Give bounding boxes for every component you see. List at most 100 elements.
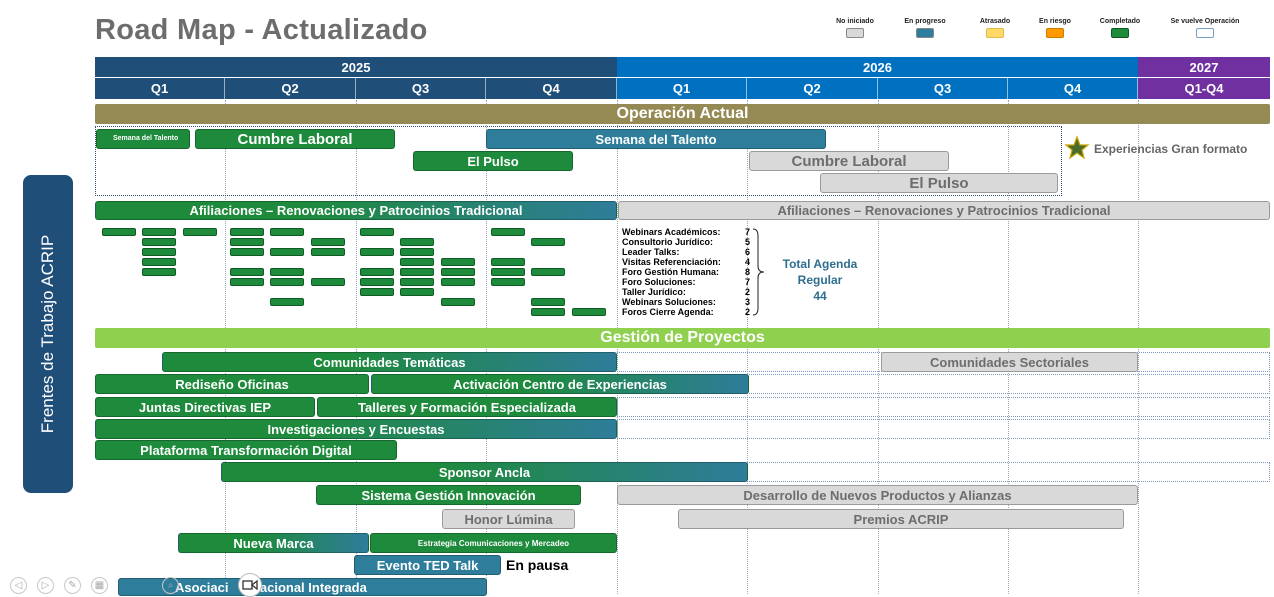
- legend-label-se-vuelve-operacion: Se vuelve Operación: [1170, 18, 1240, 25]
- bar-rediseno-oficinas[interactable]: Rediseño Oficinas: [95, 374, 369, 394]
- agenda-item: Consultorio Jurídico:5: [622, 237, 750, 247]
- quarter-2025-q2: Q2: [225, 78, 356, 99]
- bar-activacion-centro-experiencias[interactable]: Activación Centro de Experiencias: [371, 374, 749, 394]
- legend-label-en-riesgo: En riesgo: [1039, 18, 1071, 25]
- agenda-block: [360, 228, 394, 236]
- next-slide-icon[interactable]: ▷: [37, 577, 54, 594]
- bar-cumbre-laboral-2026[interactable]: Cumbre Laboral: [749, 151, 949, 171]
- agenda-item: Foro Soluciones:7: [622, 277, 750, 287]
- page-title: Road Map - Actualizado: [95, 14, 428, 46]
- bar-semana-del-talento[interactable]: Semana del Talento: [486, 129, 826, 149]
- agenda-block: [360, 288, 394, 296]
- asociacion-label-b: Nacional Integrada: [250, 579, 367, 595]
- agenda-block: [230, 268, 264, 276]
- bar-sponsor-ancla[interactable]: Sponsor Ancla: [221, 462, 748, 482]
- agenda-block: [142, 248, 176, 256]
- agenda-block: [441, 298, 475, 306]
- agenda-block: [360, 268, 394, 276]
- events-group-box: [95, 126, 1062, 196]
- legend-swatch-en-progreso: [916, 28, 934, 38]
- pen-icon[interactable]: ✎: [64, 577, 81, 594]
- bar-evento-ted-talk[interactable]: Evento TED Talk: [354, 555, 501, 575]
- year-2025: 2025: [95, 57, 617, 77]
- agenda-total-line1: Total Agenda: [782, 257, 858, 271]
- bar-sistema-gestion-innovacion[interactable]: Sistema Gestión Innovación: [316, 485, 581, 505]
- agenda-block: [270, 298, 304, 306]
- zoom-icon[interactable]: ⌕: [162, 577, 179, 594]
- agenda-block: [400, 248, 434, 256]
- agenda-block: [102, 228, 136, 236]
- agenda-block: [142, 228, 176, 236]
- agenda-block: [270, 248, 304, 256]
- bar-honor-lumina[interactable]: Honor Lúmina: [442, 509, 575, 529]
- bar-afiliaciones-2025[interactable]: Afiliaciones – Renovaciones y Patrocinio…: [95, 201, 617, 220]
- agenda-block: [311, 238, 345, 246]
- agenda-block: [531, 298, 565, 306]
- quarter-2025-q3: Q3: [356, 78, 486, 99]
- agenda-block: [230, 238, 264, 246]
- bar-talleres-formacion[interactable]: Talleres y Formación Especializada: [317, 397, 617, 417]
- agenda-block: [142, 268, 176, 276]
- bar-cumbre-laboral-2025[interactable]: Cumbre Laboral: [195, 129, 395, 149]
- legend-label-atrasado: Atrasado: [979, 18, 1011, 25]
- agenda-block: [491, 258, 525, 266]
- quarter-2026-q1: Q1: [617, 78, 747, 99]
- bar-comunidades-sectoriales[interactable]: Comunidades Sectoriales: [881, 352, 1138, 372]
- agenda-brace: [752, 228, 766, 316]
- agenda-block: [311, 248, 345, 256]
- agenda-block: [400, 268, 434, 276]
- video-camera-icon[interactable]: [238, 573, 262, 597]
- legend-swatch-no-iniciado: [846, 28, 864, 38]
- agenda-item: Taller Jurídico:2: [622, 287, 750, 297]
- bar-comunidades-tematicas[interactable]: Comunidades Temáticas: [162, 352, 617, 372]
- quarter-2026-q4: Q4: [1008, 78, 1138, 99]
- bar-el-pulso-2026[interactable]: El Pulso: [820, 173, 1058, 193]
- bar-estrategia-comunicaciones[interactable]: Estrategia Comunicaciones y Mercadeo: [370, 533, 617, 553]
- agenda-block: [311, 278, 345, 286]
- year-2027: 2027: [1138, 57, 1270, 77]
- agenda-total-value: 44: [813, 289, 827, 303]
- bar-asociacion-nacional-integrada[interactable]: Asociaci Nacional Integrada: [118, 578, 487, 596]
- quarter-2027-all: Q1-Q4: [1138, 78, 1270, 99]
- agenda-item: Foros Cierre Agenda:2: [622, 307, 750, 317]
- quarter-2025-q4: Q4: [486, 78, 617, 99]
- agenda-total: Total Agenda Regular 44: [770, 256, 870, 304]
- legend-swatch-atrasado: [986, 28, 1004, 38]
- row-outline: [617, 419, 1270, 439]
- agenda-block: [183, 228, 217, 236]
- bar-investigaciones-encuestas[interactable]: Investigaciones y Encuestas: [95, 419, 617, 439]
- agenda-item: Webinars Académicos:7: [622, 227, 750, 237]
- agenda-block: [270, 228, 304, 236]
- bar-plataforma-transformacion[interactable]: Plataforma Transformación Digital: [95, 440, 397, 460]
- agenda-item: Leader Talks:6: [622, 247, 750, 257]
- bar-premios-acrip[interactable]: Premios ACRIP: [678, 509, 1124, 529]
- en-pausa-label: En pausa: [506, 557, 569, 573]
- agenda-block: [270, 268, 304, 276]
- agenda-block: [400, 238, 434, 246]
- agenda-block: [400, 258, 434, 266]
- agenda-block: [491, 278, 525, 286]
- agenda-block: [400, 288, 434, 296]
- agenda-block: [270, 278, 304, 286]
- sidebar-frentes-trabajo: Frentes de Trabajo ACRIP: [23, 175, 73, 493]
- bar-semana-del-talento-small[interactable]: Semana del Talento: [96, 129, 190, 149]
- legend-label-no-iniciado: No iniciado: [836, 18, 874, 25]
- agenda-block: [441, 268, 475, 276]
- agenda-block: [400, 278, 434, 286]
- agenda-block: [572, 308, 606, 316]
- bar-juntas-directivas[interactable]: Juntas Directivas IEP: [95, 397, 315, 417]
- agenda-block: [531, 308, 565, 316]
- row-outline: [747, 462, 1270, 482]
- slides-grid-icon[interactable]: ▦: [91, 577, 108, 594]
- legend-swatch-se-vuelve-operacion: [1196, 28, 1214, 38]
- bar-desarrollo-productos[interactable]: Desarrollo de Nuevos Productos y Alianza…: [617, 485, 1138, 505]
- previous-slide-icon[interactable]: ◁: [10, 577, 27, 594]
- agenda-block: [531, 238, 565, 246]
- bar-el-pulso-2025[interactable]: El Pulso: [413, 151, 573, 171]
- bar-nueva-marca[interactable]: Nueva Marca: [178, 533, 369, 553]
- experiencias-gran-formato-label: Experiencias Gran formato: [1094, 142, 1248, 156]
- legend: No iniciado En progreso Atrasado En ries…: [820, 14, 1260, 44]
- agenda-block: [230, 228, 264, 236]
- agenda-item: Webinars Soluciones:3: [622, 297, 750, 307]
- bar-afiliaciones-2026[interactable]: Afiliaciones – Renovaciones y Patrocinio…: [618, 201, 1270, 220]
